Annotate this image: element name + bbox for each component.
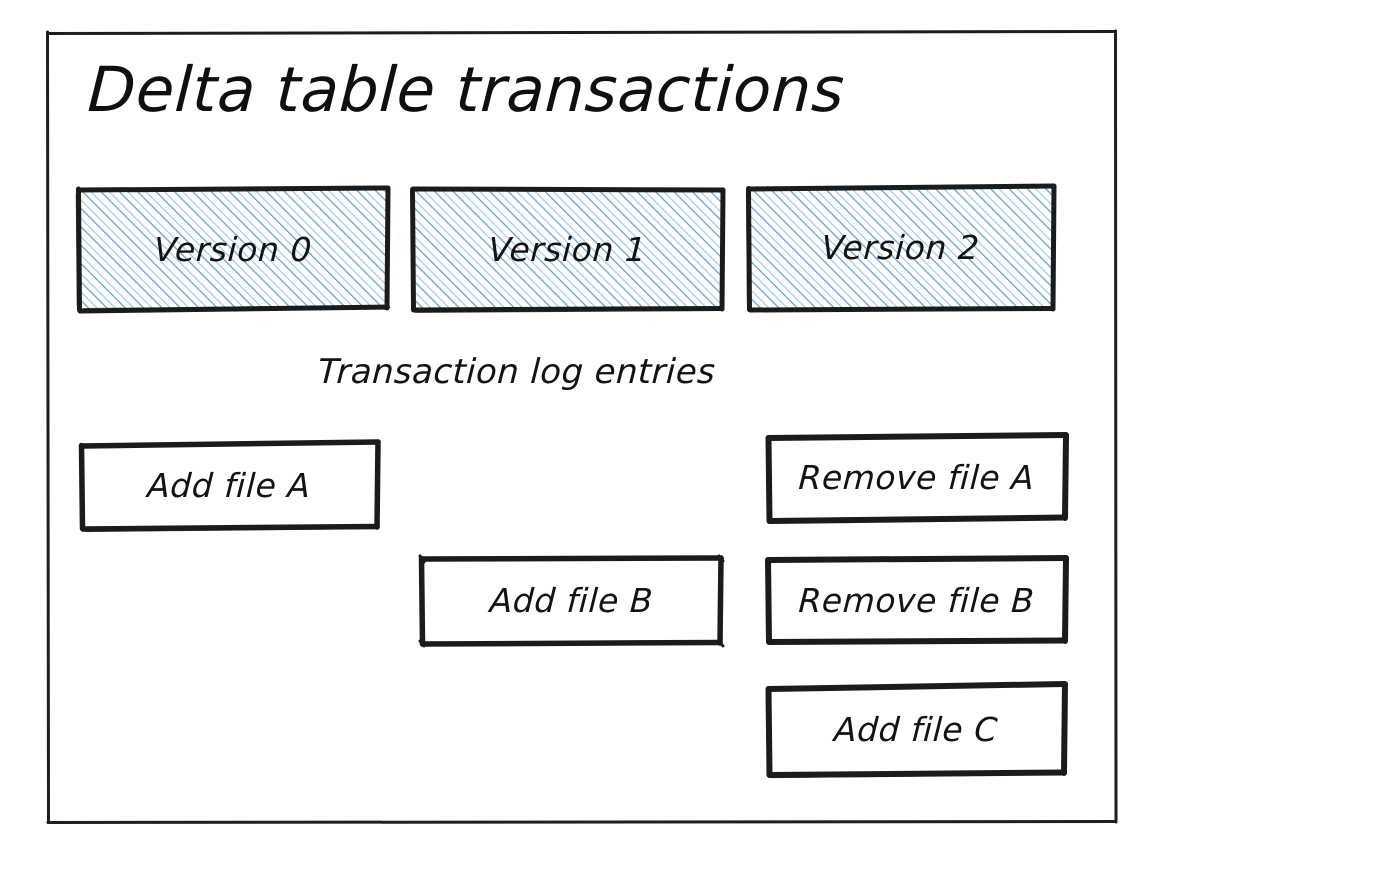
- log-entry-add-file-b-label: Add file B: [488, 581, 655, 620]
- version-box-1[interactable]: Version 1: [410, 186, 726, 313]
- log-entry-add-file-c[interactable]: Add file C: [765, 681, 1068, 779]
- version-box-2[interactable]: Version 2: [745, 183, 1057, 313]
- log-entry-add-file-a-label: Add file A: [146, 465, 312, 505]
- version-box-2-label: Version 2: [820, 228, 981, 267]
- log-entry-remove-file-a[interactable]: Remove file A: [765, 432, 1069, 524]
- log-entry-add-file-a[interactable]: Add file A: [78, 439, 381, 533]
- version-box-0-label: Version 0: [152, 229, 314, 269]
- transaction-log-caption: Transaction log entries: [316, 352, 717, 392]
- log-entry-remove-file-b[interactable]: Remove file B: [765, 555, 1069, 645]
- version-box-0[interactable]: Version 0: [75, 185, 391, 314]
- log-entry-remove-file-a-label: Remove file A: [797, 458, 1036, 497]
- log-entry-add-file-c-label: Add file C: [833, 710, 999, 749]
- page-title: Delta table transactions: [86, 53, 847, 126]
- log-entry-add-file-b[interactable]: Add file B: [418, 554, 725, 648]
- log-entry-remove-file-b-label: Remove file B: [797, 580, 1036, 620]
- version-box-1-label: Version 1: [487, 229, 648, 269]
